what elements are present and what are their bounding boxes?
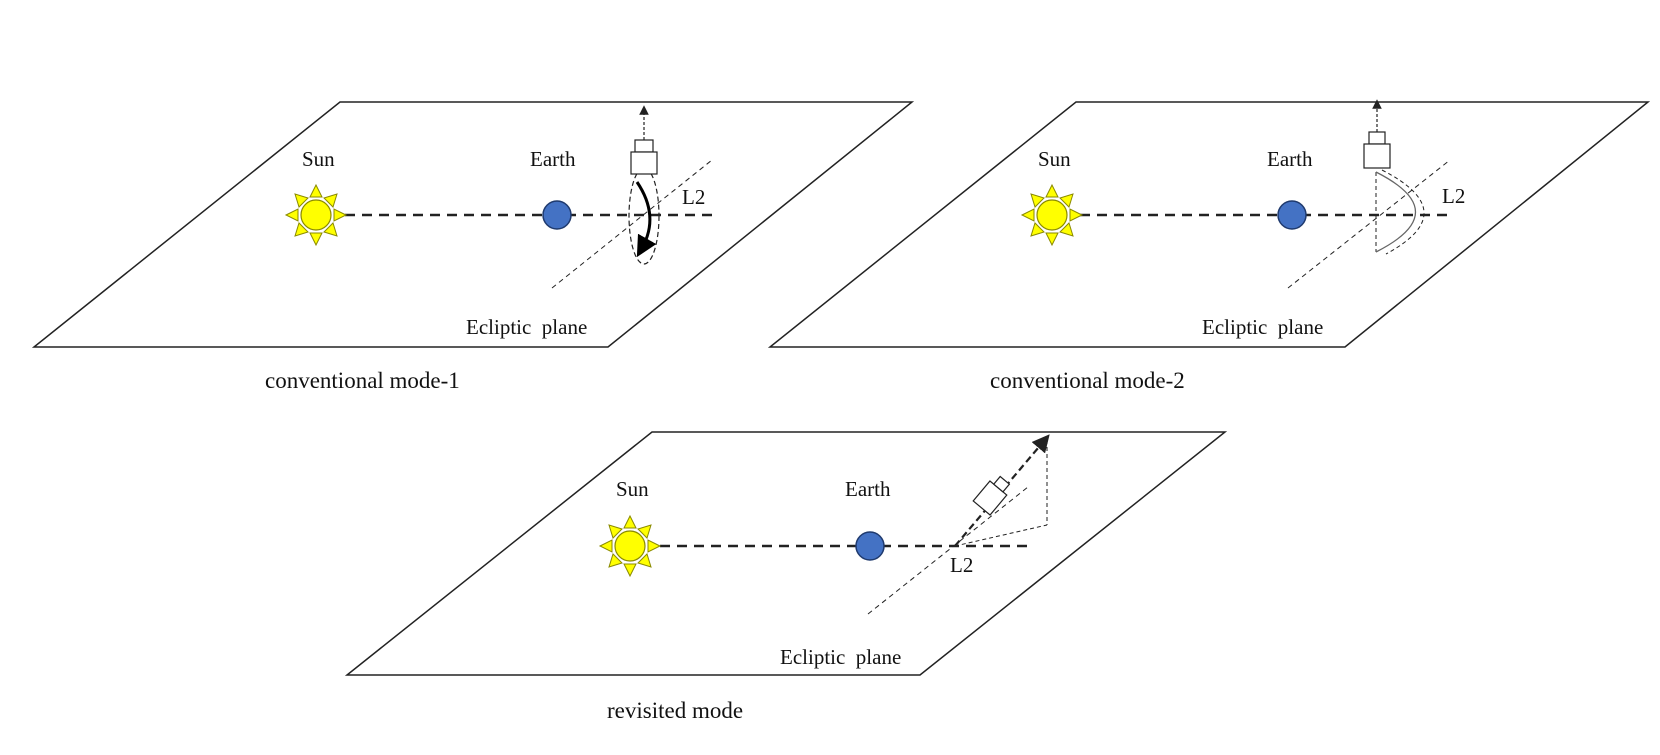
earth-label: Earth [530, 147, 576, 171]
sun-icon [1021, 184, 1083, 246]
l2-transverse-axis [551, 159, 713, 289]
l2-label: L2 [1442, 184, 1465, 208]
sun-label: Sun [616, 477, 649, 501]
telescope-icon [630, 105, 658, 175]
earth-icon [855, 531, 885, 561]
sun-label: Sun [302, 147, 335, 171]
caption-mode-1: conventional mode-1 [265, 368, 460, 393]
ecliptic-plane-label: Ecliptic plane [780, 645, 901, 669]
l2-label: L2 [950, 553, 973, 577]
earth-icon [542, 200, 572, 230]
l2-transverse-axis [867, 486, 1029, 615]
l2-label: L2 [682, 185, 705, 209]
ecliptic-plane [344, 431, 1228, 676]
sun-icon [285, 184, 347, 246]
caption-revisited-mode: revisited mode [607, 698, 743, 723]
ecliptic-plane [31, 101, 915, 348]
telescope-icon [1363, 99, 1391, 169]
ecliptic-plane-label: Ecliptic plane [466, 315, 587, 339]
sun-label: Sun [1038, 147, 1071, 171]
caption-mode-2: conventional mode-2 [990, 368, 1185, 393]
earth-label: Earth [1267, 147, 1313, 171]
sun-icon [599, 515, 661, 577]
l2-transverse-axis [1287, 159, 1451, 289]
earth-icon [1277, 200, 1307, 230]
rotation-arrow [635, 181, 657, 258]
earth-label: Earth [845, 477, 891, 501]
panel-revisited-mode: Sun Earth L2 Ecliptic plane revisited mo… [344, 431, 1228, 723]
orbit-path [628, 167, 660, 265]
panel-conventional-mode-2: Sun Earth L2 Ecliptic plane conventional… [767, 99, 1651, 393]
half-orbit-path [1375, 169, 1425, 255]
ecliptic-plane [767, 101, 1651, 348]
panel-conventional-mode-1: Sun Earth L2 Ecliptic plane conventional… [31, 101, 915, 393]
ecliptic-plane-label: Ecliptic plane [1202, 315, 1323, 339]
telescope-icon [972, 475, 1011, 516]
